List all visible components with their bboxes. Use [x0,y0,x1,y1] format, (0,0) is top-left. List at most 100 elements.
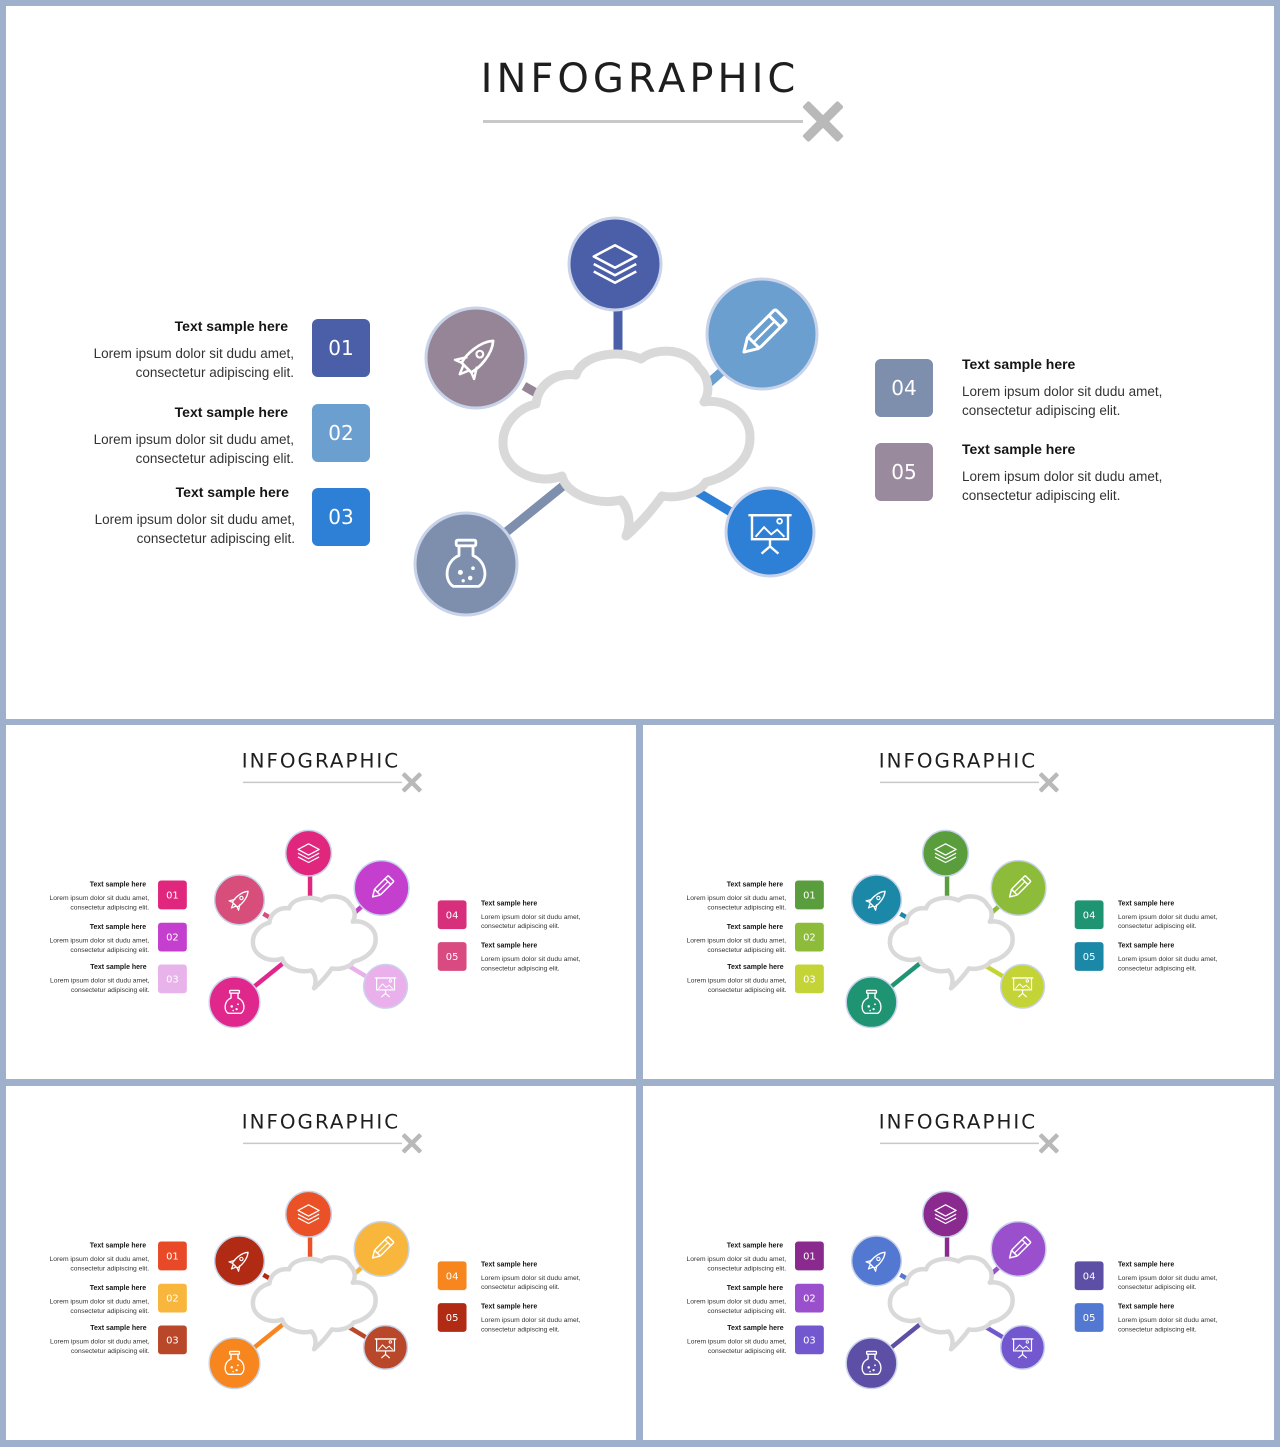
item-block-03: Text sample here Lorem ipsum dolor sit d… [677,962,787,994]
item-block-02: Text sample here Lorem ipsum dolor sit d… [40,922,150,955]
item-body-line1: Lorem ipsum dolor sit dudu amet, [480,912,581,921]
item-body-line1: Lorem ipsum dolor sit dudu amet, [962,469,1163,484]
item-body-line2: consectetur adipiscing elit. [70,946,150,954]
connector-lower-left [497,482,566,541]
speech-cloud [250,894,378,991]
item-heading: Text sample here [480,898,538,907]
number-badge-04: 04 [437,1261,467,1291]
node-top [567,216,663,312]
item-heading: Text sample here [89,1241,147,1249]
node-upper-right [990,859,1047,917]
item-block-03: Text sample here Lorem ipsum dolor sit d… [75,484,295,548]
number-badge-04: 04 [875,359,933,417]
item-block-05: Text sample here Lorem ipsum dolor sit d… [481,941,590,973]
item-block-05: Text sample here Lorem ipsum dolor sit d… [1118,941,1227,973]
item-body-line2: consectetur adipiscing elit. [136,531,295,546]
hub-diagram [845,1190,1047,1390]
item-block-03: Text sample here Lorem ipsum dolor sit d… [40,962,150,994]
item-block-01: Text sample here Lorem ipsum dolor sit d… [677,880,787,912]
item-heading: Text sample here [89,880,147,888]
item-heading: Text sample here [174,318,288,334]
node-upper-left [850,1235,903,1287]
item-heading: Text sample here [726,1283,784,1292]
item-body-line1: Lorem ipsum dolor sit dudu amet, [50,1337,150,1345]
item-heading: Text sample here [726,1241,784,1249]
item-body-line2: consectetur adipiscing elit. [70,1346,150,1355]
node-lower-right [999,963,1046,1009]
item-heading: Text sample here [89,922,147,931]
number-badge-05: 05 [437,942,467,971]
item-body-line1: Lorem ipsum dolor sit dudu amet, [686,893,787,902]
number-badge-03: 03 [158,964,187,994]
node-upper-right [353,1220,410,1278]
node-top [921,829,970,877]
number-badge-04: 04 [1074,1261,1104,1291]
slide-title: INFOGRAPHIC [878,749,1038,773]
item-block-01: Text sample here Lorem ipsum dolor sit d… [74,318,294,382]
item-body-line2: consectetur adipiscing elit. [707,1264,787,1272]
item-body-line2: consectetur adipiscing elit. [1117,1283,1197,1291]
item-heading: Text sample here [727,1323,784,1332]
node-lower-right [362,1324,409,1370]
title-underline [242,781,402,784]
item-heading: Text sample here [480,1259,538,1268]
number-badge-01: 01 [795,880,824,910]
speech-cloud [498,346,755,541]
item-block-05: Text sample here Lorem ipsum dolor sit d… [1118,1302,1227,1334]
hub-diagram [413,216,819,617]
item-body-line1: Lorem ipsum dolor sit dudu amet, [49,893,150,902]
item-body-line2: consectetur adipiscing elit. [1117,964,1197,972]
connector-lower-left [250,961,285,991]
slide-title: INFOGRAPHIC [480,56,800,102]
item-heading: Text sample here [962,441,1076,457]
node-upper-left [850,874,903,926]
slide-pink: INFOGRAPHIC [6,725,636,1079]
item-heading: Text sample here [90,1323,147,1332]
number-badge-03: 03 [795,1325,824,1355]
hub-diagram [208,1190,410,1390]
item-block-02: Text sample here Lorem ipsum dolor sit d… [40,1284,150,1316]
node-top [284,829,333,877]
number-badge-02: 02 [158,922,187,952]
item-body-line2: consectetur adipiscing elit. [707,903,787,911]
item-body-line2: consectetur adipiscing elit. [135,365,294,380]
node-upper-left [213,874,266,926]
item-body-line2: consectetur adipiscing elit. [480,922,560,930]
item-body-line2: consectetur adipiscing elit. [70,985,150,994]
item-block-05: Text sample here Lorem ipsum dolor sit d… [481,1302,590,1334]
item-block-02: Text sample here Lorem ipsum dolor sit d… [677,1283,787,1316]
node-top [284,1190,333,1238]
item-heading: Text sample here [480,941,538,950]
node-lower-right [999,1324,1046,1370]
item-heading: Text sample here [1117,941,1175,950]
item-body-line2: consectetur adipiscing elit. [480,1325,560,1333]
node-lower-right [362,963,409,1009]
node-lower-left [208,1337,261,1390]
item-block-03: Text sample here Lorem ipsum dolor sit d… [40,1323,150,1355]
item-body-line1: Lorem ipsum dolor sit dudu amet, [50,976,150,984]
item-heading: Text sample here [1117,1302,1175,1311]
item-body-line1: Lorem ipsum dolor sit dudu amet, [49,1297,150,1306]
title-underline [242,1142,402,1145]
hub-diagram [845,829,1047,1029]
item-body-line1: Lorem ipsum dolor sit dudu amet, [94,512,295,527]
number-badge-01: 01 [158,880,187,910]
slide-blue: INFOGRAPHIC [6,6,1274,719]
number-badge-05: 05 [1074,1303,1104,1332]
item-body-line1: Lorem ipsum dolor sit dudu amet, [1117,955,1218,963]
slide-title: INFOGRAPHIC [241,749,401,773]
node-upper-right [353,859,410,917]
item-body-line2: consectetur adipiscing elit. [480,964,560,972]
item-heading: Text sample here [1117,898,1175,907]
number-badge-01: 01 [312,319,370,377]
item-heading: Text sample here [90,962,147,971]
node-lower-left [413,511,519,617]
item-body-line2: consectetur adipiscing elit. [70,1307,150,1315]
speech-cloud [887,894,1015,991]
item-body-line2: consectetur adipiscing elit. [480,1283,560,1291]
node-lower-left [208,976,261,1029]
item-body-line1: Lorem ipsum dolor sit dudu amet, [49,936,150,945]
item-body-line2: consectetur adipiscing elit. [1117,922,1197,930]
item-block-01: Text sample here Lorem ipsum dolor sit d… [40,880,150,912]
item-heading: Text sample here [480,1302,538,1311]
